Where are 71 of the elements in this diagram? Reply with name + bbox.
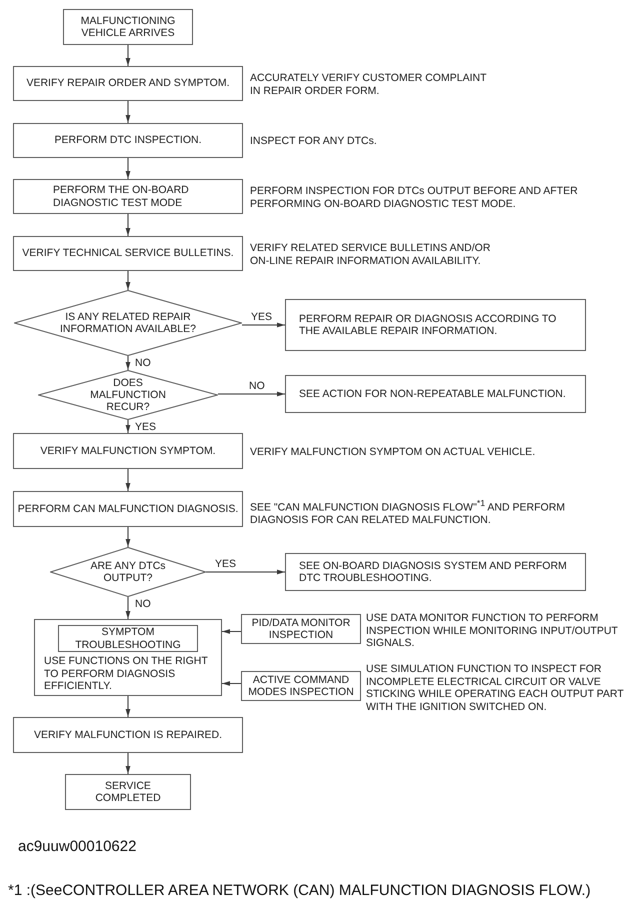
step-text: SEE ACTION FOR NON-REPEATABLE MALFUNCTION. bbox=[299, 388, 566, 400]
step-text: PERFORM THE ON-BOARD DIAGNOSTIC TEST MODE bbox=[53, 184, 190, 209]
flow-arrow bbox=[126, 696, 130, 718]
step-text: PERFORM CAN MALFUNCTION DIAGNOSIS. bbox=[18, 502, 238, 516]
flow-arrow bbox=[126, 270, 130, 290]
action-box bbox=[285, 553, 586, 591]
step-text: ACTIVE COMMAND MODES INSPECTION bbox=[247, 674, 355, 698]
decision-diamond bbox=[50, 547, 206, 597]
flow-arrow bbox=[126, 100, 130, 124]
flow-arrow bbox=[206, 570, 286, 574]
process-box bbox=[13, 123, 243, 158]
flow-arrow bbox=[222, 681, 242, 686]
edge-label: YES bbox=[250, 311, 274, 323]
process-box bbox=[65, 774, 191, 810]
action-box bbox=[285, 375, 586, 413]
edge-label: NO bbox=[248, 380, 266, 392]
flow-arrow bbox=[126, 44, 130, 66]
step-text: PERFORM REPAIR OR DIAGNOSIS ACCORDING TO THE AVAILABLE REPAIR INFORMATION. bbox=[299, 312, 558, 338]
flow-arrow bbox=[126, 468, 130, 492]
step-text: PID/DATA MONITOR INSPECTION bbox=[250, 616, 352, 642]
decision-text: DOES MALFUNCTION RECUR? bbox=[89, 377, 167, 413]
annotation-text: USE DATA MONITOR FUNCTION TO PERFORM INSPECTION WHILE MONITORING INPUT/OUTPUT SIGNALS. bbox=[366, 612, 619, 650]
annotation-text: VERIFY RELATED SERVICE BULLETINS AND/OR ON-LINE REPAIR INFORMATION AVAILABILITY. bbox=[250, 242, 492, 267]
flow-arrow bbox=[126, 420, 130, 434]
flow-arrow bbox=[222, 629, 242, 634]
step-text: PERFORM DTC INSPECTION. bbox=[54, 134, 202, 147]
edge-label: YES bbox=[214, 558, 238, 570]
process-box bbox=[13, 179, 243, 214]
step-text: VERIFY MALFUNCTION SYMPTOM. bbox=[40, 444, 216, 458]
flow-arrow bbox=[242, 322, 286, 328]
decision-text: IS ANY RELATED REPAIR INFORMATION AVAILABLE? bbox=[59, 311, 197, 335]
process-box bbox=[13, 491, 243, 527]
process-box bbox=[13, 236, 243, 271]
flow-arrow bbox=[126, 356, 130, 370]
decision-diamond bbox=[38, 370, 218, 420]
step-text: VERIFY TECHNICAL SERVICE BULLETINS. bbox=[22, 247, 234, 260]
process-box bbox=[63, 9, 193, 45]
action-box bbox=[285, 299, 586, 351]
annotation-text: USE SIMULATION FUNCTION TO INSPECT FOR INCOMPLETE ELECTRICAL CIRCUIT OR VALVE STICKING WHILE OPERATING EACH OUTPUT PART WITH THE IGNITION SWITCHED ON. bbox=[366, 663, 624, 713]
process-box bbox=[13, 66, 243, 101]
edge-label: NO bbox=[134, 598, 152, 610]
inspection-box bbox=[241, 614, 361, 644]
figure-id: ac9uuw00010622 bbox=[18, 838, 136, 856]
edge-label: YES bbox=[134, 421, 158, 433]
flow-arrow bbox=[126, 752, 130, 774]
edge-label: NO bbox=[134, 357, 152, 369]
decision-diamond bbox=[14, 290, 242, 356]
footnote-text: *1 :(SeeCONTROLLER AREA NETWORK (CAN) MALFUNCTION DIAGNOSIS FLOW.) bbox=[8, 882, 591, 900]
step-text: SERVICE COMPLETED bbox=[94, 780, 162, 804]
decision-text: ARE ANY DTCs OUTPUT? bbox=[89, 560, 167, 584]
step-text: VERIFY REPAIR ORDER AND SYMPTOM. bbox=[26, 77, 230, 90]
flow-arrow bbox=[218, 392, 286, 396]
step-text: MALFUNCTIONING VEHICLE ARRIVES bbox=[80, 14, 176, 40]
step-text: SEE ON-BOARD DIAGNOSIS SYSTEM AND PERFORM DTC TROUBLESHOOTING. bbox=[299, 560, 568, 584]
flow-arrow bbox=[126, 158, 130, 180]
annotation-text: PERFORM INSPECTION FOR DTCs OUTPUT BEFORE AND AFTER PERFORMING ON-BOARD DIAGNOSTIC TEST MODE. bbox=[250, 185, 579, 210]
flow-arrow bbox=[126, 596, 130, 620]
annotation-text: ACCURATELY VERIFY CUSTOMER COMPLAINT IN REPAIR ORDER FORM. bbox=[250, 72, 488, 97]
flow-arrow bbox=[126, 526, 130, 548]
group-box bbox=[34, 619, 222, 696]
annotation-text: INSPECT FOR ANY DTCs. bbox=[250, 135, 378, 148]
step-text: SYMPTOM TROUBLESHOOTING bbox=[74, 626, 182, 651]
heading-box bbox=[58, 625, 198, 652]
process-box bbox=[13, 433, 243, 469]
process-box bbox=[13, 717, 243, 753]
annotation-text: SEE "CAN MALFUNCTION DIAGNOSIS FLOW"$^{*1}$ AND PERFORM DIAGNOSIS FOR CAN RELATED MALFUNCTION. bbox=[250, 497, 566, 526]
flow-arrow bbox=[126, 214, 130, 236]
annotation-text: VERIFY MALFUNCTION SYMPTOM ON ACTUAL VEHICLE. bbox=[250, 446, 536, 458]
inspection-box bbox=[241, 671, 361, 701]
step-text: VERIFY MALFUNCTION IS REPAIRED. bbox=[34, 728, 222, 742]
step-text: USE FUNCTIONS ON THE RIGHT TO PERFORM DIAGNOSIS EFFICIENTLY. bbox=[44, 655, 209, 692]
